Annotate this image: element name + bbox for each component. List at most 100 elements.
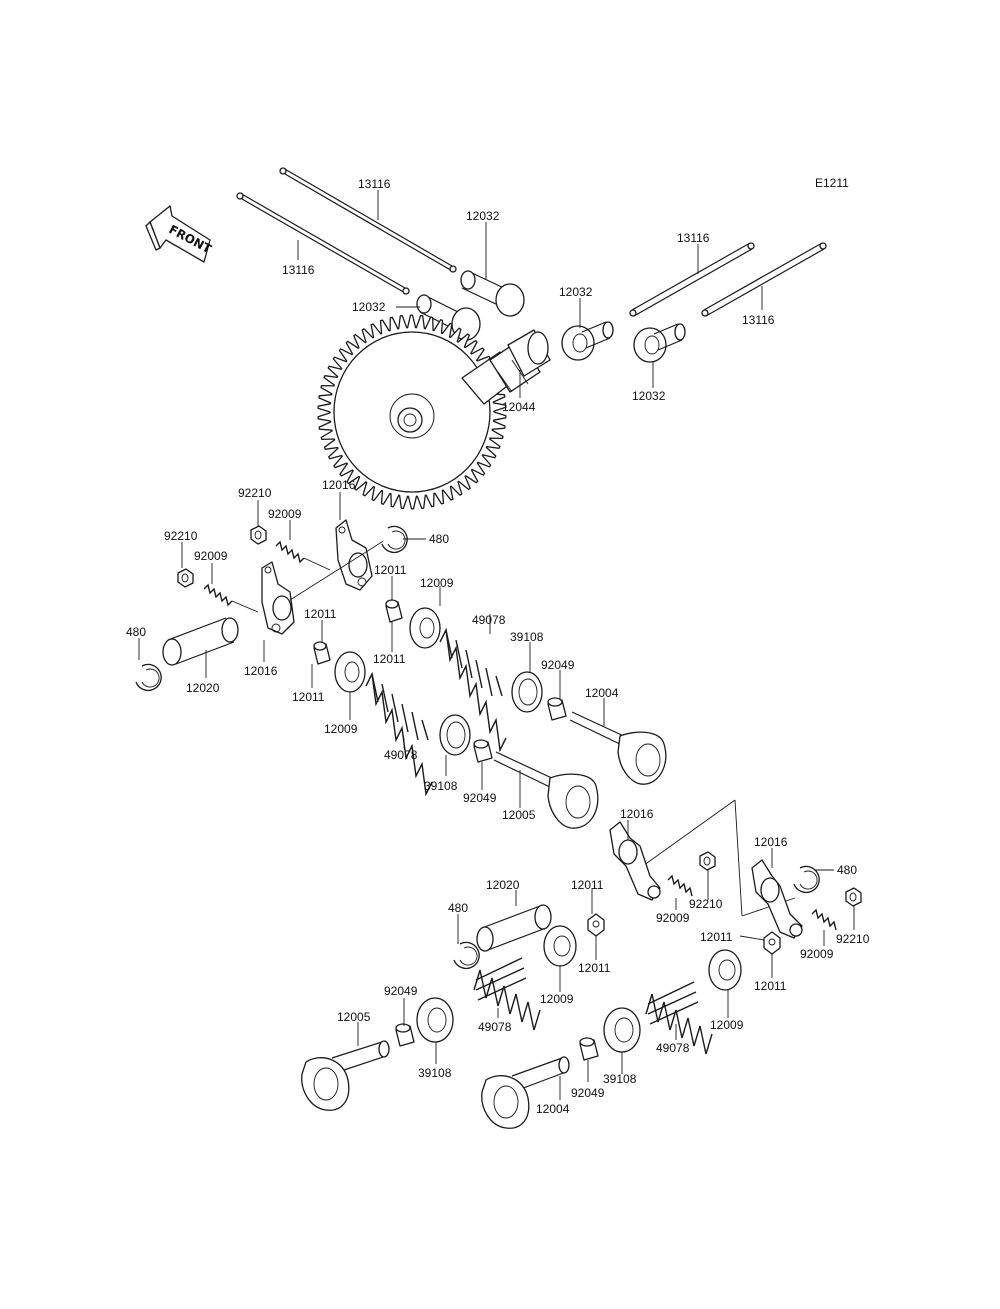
- seat-u2: [439, 714, 471, 756]
- diagram-code: E1211: [815, 176, 849, 190]
- label-valve-u-intake: 12004: [585, 686, 619, 700]
- label-screw-ul1: 92009: [268, 507, 302, 521]
- front-arrow-icon: FRONT: [145, 205, 214, 263]
- valve-u-intake: [569, 711, 667, 785]
- label-seat-u2: 39108: [424, 779, 458, 793]
- cam-gear: [317, 314, 507, 510]
- retainer-u2: [334, 651, 366, 693]
- nut-ul1: [250, 525, 267, 545]
- pushrod-d: [701, 242, 827, 317]
- tappet-d: [633, 323, 686, 363]
- label-seat-u1: 39108: [510, 630, 544, 644]
- label-collar-l2: 12011: [578, 961, 611, 975]
- seal-l2: [579, 1037, 599, 1061]
- label-collar-l4: 12011: [754, 979, 787, 993]
- collar-l1: [587, 913, 605, 937]
- label-circlip-ul2: 480: [126, 625, 146, 639]
- label-spring-u2: 49078: [384, 748, 418, 762]
- tappet-c: [561, 321, 614, 361]
- label-tappet-d: 12032: [632, 389, 666, 403]
- nut-ul2: [177, 568, 194, 588]
- label-rocker-ul2: 12016: [244, 664, 278, 678]
- circlip-ul2: [135, 663, 162, 692]
- valve-l-intake: [481, 1056, 570, 1129]
- label-circlip-lr1: 480: [837, 863, 857, 877]
- seat-u1: [511, 671, 543, 713]
- label-collar-u3: 12011: [304, 607, 337, 621]
- label-collar-u4: 12011: [292, 690, 325, 704]
- label-nut-lr1: 92210: [689, 897, 723, 911]
- rocker-ul1: [335, 519, 373, 591]
- seat-l1: [416, 997, 454, 1043]
- valve-u-exhaust: [493, 751, 599, 829]
- tappet-b: [416, 294, 481, 341]
- seal-u1: [547, 697, 567, 721]
- tappet-a: [460, 270, 525, 317]
- label-valve-l-intake: 12004: [536, 1102, 570, 1116]
- label-retainer-l1: 12009: [540, 992, 574, 1006]
- label-screw-ul2: 92009: [194, 549, 228, 563]
- screw-ul2: [203, 583, 259, 613]
- label-collar-u2: 12011: [373, 652, 406, 666]
- collar-u1: [385, 599, 403, 623]
- shaft-lr: [476, 904, 552, 952]
- label-pushrod-d: 13116: [742, 313, 775, 327]
- label-collar-u1: 12011: [374, 563, 407, 577]
- spring-l1: [473, 957, 541, 1031]
- spring-u2: [365, 671, 433, 797]
- assembly-axis-lr-a: [639, 799, 736, 869]
- label-shaft-lr: 12020: [486, 878, 520, 892]
- circlip-ul1: [381, 525, 408, 554]
- pushrod-a: [279, 167, 457, 273]
- label-valve-l-exhaust: 12005: [337, 1010, 371, 1024]
- label-circlip-lr2: 480: [448, 901, 468, 915]
- assembly-axis-lr-c: [741, 897, 796, 917]
- label-rocker-lr2: 12016: [754, 835, 788, 849]
- label-nut-lr2: 92210: [836, 932, 870, 946]
- label-rocker-lr1: 12016: [620, 807, 654, 821]
- label-tappet-c: 12032: [559, 285, 593, 299]
- seat-l2: [603, 1007, 641, 1053]
- label-shaft-ul: 12020: [186, 681, 220, 695]
- label-pushrod-c: 13116: [677, 231, 710, 245]
- rocker-ul2: [261, 561, 295, 635]
- retainer-l1: [543, 925, 577, 967]
- retainer-l2: [708, 949, 742, 991]
- label-seal-l1: 92049: [384, 984, 418, 998]
- seal-l1: [395, 1023, 415, 1047]
- nut-lr2: [845, 887, 862, 907]
- label-collar-l1: 12011: [571, 878, 604, 892]
- rocker-lr2: [751, 859, 803, 939]
- label-seal-l2: 92049: [571, 1086, 605, 1100]
- assembly-axis-lr-b: [734, 799, 743, 917]
- label-retainer-u1: 12009: [420, 576, 454, 590]
- rocker-lr1: [609, 821, 661, 901]
- label-seal-u1: 92049: [541, 658, 575, 672]
- pushrod-b: [236, 192, 410, 295]
- label-collar-l3: 12011: [700, 930, 733, 944]
- label-valve-u-exhaust: 12005: [502, 808, 536, 822]
- label-nut-ul1: 92210: [238, 486, 272, 500]
- pushrod-c: [629, 242, 755, 317]
- nut-lr1: [699, 851, 716, 871]
- label-seal-u2: 92049: [463, 791, 497, 805]
- collar-l2: [763, 931, 781, 955]
- label-pushrod-a: 13116: [358, 177, 391, 191]
- screw-lr2: [811, 908, 837, 931]
- label-retainer-u2: 12009: [324, 722, 358, 736]
- label-circlip-ul1: 480: [429, 532, 449, 546]
- label-spring-l2: 49078: [656, 1041, 690, 1055]
- label-camshaft: 12044: [502, 400, 536, 414]
- label-tappet-a: 12032: [466, 209, 500, 223]
- label-screw-lr1: 92009: [656, 911, 690, 925]
- label-seat-l2: 39108: [603, 1072, 637, 1086]
- label-rocker-ul1: 12016: [322, 478, 356, 492]
- circlip-lr1: [793, 865, 820, 894]
- label-screw-lr2: 92009: [800, 947, 834, 961]
- label-spring-l1: 49078: [478, 1020, 512, 1034]
- screw-lr1: [667, 874, 693, 897]
- shaft-ul: [162, 617, 239, 666]
- label-nut-ul2: 92210: [164, 529, 198, 543]
- assembly-axis-ul: [289, 539, 386, 601]
- label-retainer-l2: 12009: [710, 1018, 744, 1032]
